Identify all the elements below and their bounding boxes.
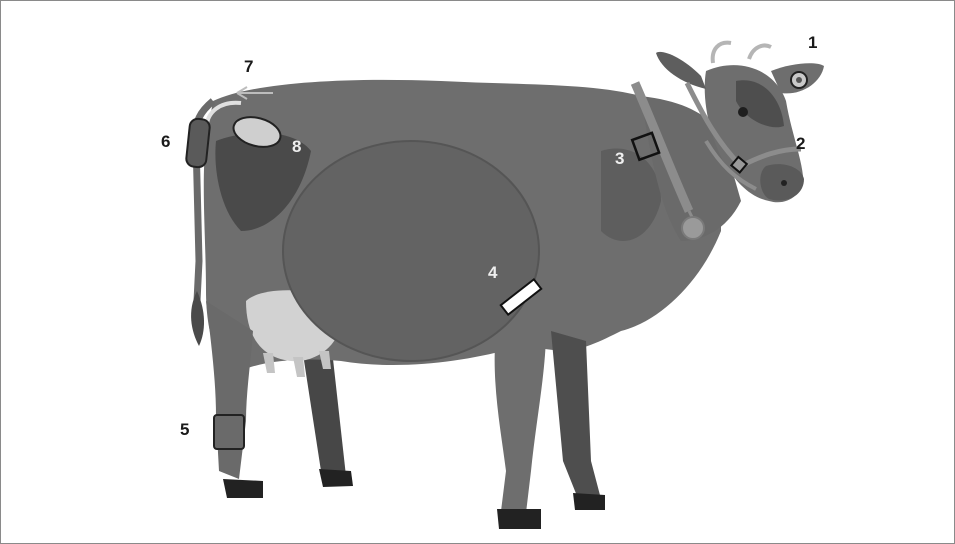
right-hind-leg (206, 301, 253, 479)
label-6: 6 (161, 132, 170, 151)
right-hind-hoof (223, 479, 263, 498)
eye (738, 107, 748, 117)
front-leg-front (495, 331, 546, 513)
teat-2 (293, 357, 305, 377)
front-hoof-front (497, 509, 541, 529)
ear-tag-sensor-center (796, 77, 802, 83)
label-3: 3 (615, 149, 624, 168)
tail-tip (191, 291, 204, 346)
nostril (781, 180, 787, 186)
front-leg-rear (551, 331, 601, 501)
label-7: 7 (244, 57, 253, 76)
left-hind-hoof (319, 469, 353, 487)
label-5: 5 (180, 420, 189, 439)
label-2: 2 (796, 134, 805, 153)
leg-band-sensor (214, 415, 244, 449)
rumen (283, 141, 539, 361)
label-1: 1 (808, 33, 817, 52)
label-4: 4 (488, 263, 498, 282)
horn-left (713, 43, 731, 63)
front-hoof-rear (573, 493, 605, 510)
bell (682, 217, 704, 239)
label-8: 8 (292, 137, 301, 156)
ear-left (656, 52, 706, 89)
horn-right (749, 46, 771, 60)
tail-sensor (186, 118, 211, 168)
